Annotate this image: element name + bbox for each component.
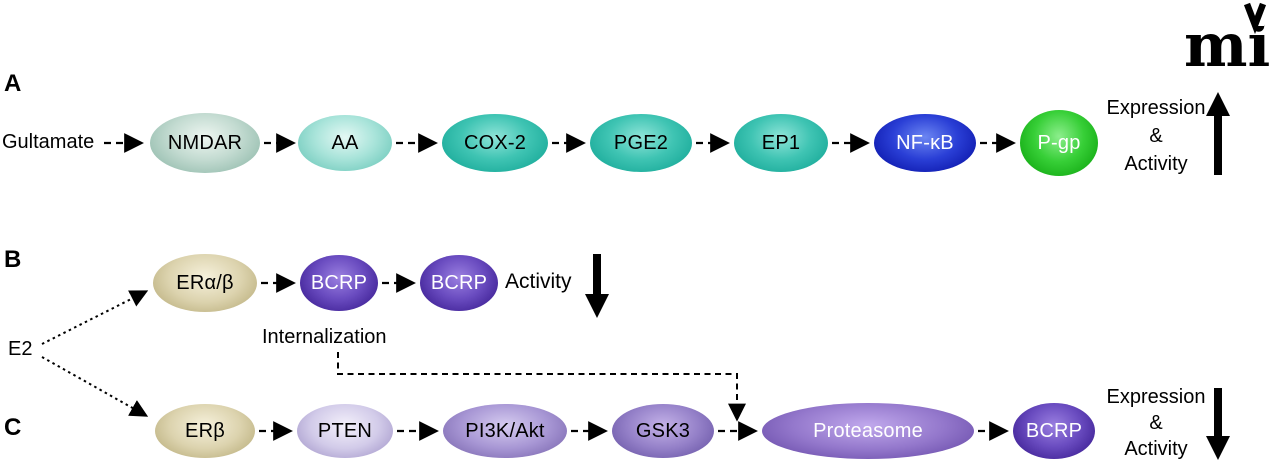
node-pi3k-akt: PI3K/Akt (443, 404, 567, 458)
expression-activity-up: Expression & Activity (1098, 94, 1214, 178)
outcome-line: Expression (1106, 386, 1206, 408)
expression-activity-down: Expression & Activity (1098, 384, 1214, 462)
node-nfkb: NF-κB (874, 114, 976, 172)
node-cox2: COX-2 (442, 114, 548, 172)
node-nmdar: NMDAR (150, 113, 260, 173)
arrow-e2-eralphabeta (41, 290, 149, 345)
down-arrow-icon (585, 254, 609, 318)
node-bcrp-2: BCRP (420, 255, 498, 311)
node-gsk3: GSK3 (612, 404, 714, 458)
panel-c-label: C (4, 414, 22, 441)
node-proteasome: Proteasome (762, 403, 974, 459)
node-aa: AA (298, 115, 392, 171)
down-arrow-icon (1206, 388, 1230, 460)
node-bcrp-3: BCRP (1013, 403, 1095, 459)
node-ep1: EP1 (734, 114, 828, 172)
outcome-line: & (1149, 412, 1163, 434)
arrow-internalization-proteasome (337, 352, 746, 422)
node-bcrp-1: BCRP (300, 255, 378, 311)
outcome-line: Activity (1124, 153, 1188, 175)
arrow-e2-erbeta (41, 356, 149, 417)
outcome-line: Expression (1106, 97, 1206, 119)
panel-a-label: A (4, 70, 22, 97)
outcome-line: & (1149, 125, 1163, 147)
internalization-label: Internalization (262, 326, 387, 348)
e2-label: E2 (8, 338, 33, 360)
outcome-line: Activity (1124, 438, 1188, 460)
logo-check-icon (1243, 2, 1267, 35)
node-er-beta: ERβ (155, 404, 255, 458)
node-pten: PTEN (297, 404, 393, 458)
node-pgp: P-gp (1020, 110, 1098, 176)
node-pge2: PGE2 (590, 114, 692, 172)
activity-label: Activity (505, 270, 572, 293)
node-er-alpha-beta: ERα/β (153, 254, 257, 312)
gultamate-label: Gultamate (2, 131, 95, 153)
journal-logo: mi (1184, 2, 1270, 76)
up-arrow-icon (1206, 92, 1230, 175)
panel-b-label: B (4, 246, 22, 273)
